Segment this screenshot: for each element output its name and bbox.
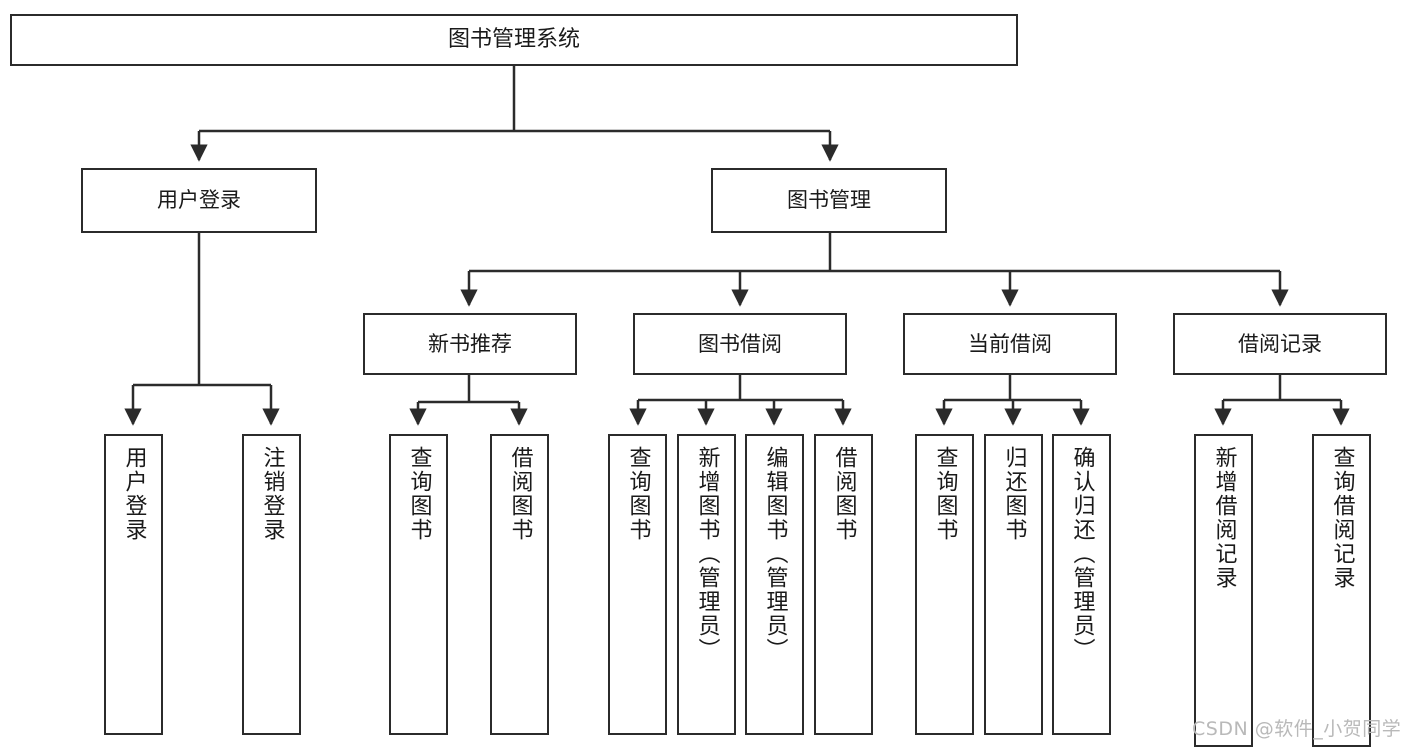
node-leaf-borrow-book-recommend[interactable]: 借阅图书 [490, 434, 549, 735]
node-label: 确认归还（管理员） [1069, 446, 1095, 662]
node-label: 归还图书 [1001, 446, 1027, 542]
node-label: 图书管理 [787, 188, 871, 213]
node-label: 图书管理系统 [447, 27, 580, 53]
node-borrow-record[interactable]: 借阅记录 [1173, 313, 1387, 375]
node-root-book-management-system[interactable]: 图书管理系统 [10, 14, 1018, 66]
node-leaf-query-borrow-record[interactable]: 查询借阅记录 [1312, 434, 1371, 747]
node-label: 图书借阅 [698, 331, 782, 356]
node-user-login[interactable]: 用户登录 [81, 168, 317, 233]
node-leaf-query-book-recommend[interactable]: 查询图书 [389, 434, 448, 735]
csdn-watermark: CSDN @软件_小贺同学 [1192, 718, 1402, 740]
node-current-borrow[interactable]: 当前借阅 [903, 313, 1117, 375]
node-label: 用户登录 [121, 446, 147, 542]
node-leaf-borrow-book[interactable]: 借阅图书 [814, 434, 873, 735]
node-book-borrow[interactable]: 图书借阅 [633, 313, 847, 375]
node-label: 当前借阅 [968, 331, 1052, 356]
node-label: 查询借阅记录 [1329, 446, 1355, 590]
node-label: 用户登录 [157, 188, 241, 213]
node-book-management[interactable]: 图书管理 [711, 168, 947, 233]
node-leaf-query-book-borrow[interactable]: 查询图书 [608, 434, 667, 735]
node-label: 查询图书 [625, 446, 651, 542]
node-leaf-edit-book-admin[interactable]: 编辑图书（管理员） [745, 434, 804, 735]
node-label: 注销登录 [259, 446, 285, 542]
node-label: 新书推荐 [428, 331, 512, 356]
node-label: 查询图书 [406, 446, 432, 542]
node-leaf-user-login[interactable]: 用户登录 [104, 434, 163, 735]
node-label: 编辑图书（管理员） [762, 446, 788, 662]
node-label: 查询图书 [932, 446, 958, 542]
node-new-book-recommend[interactable]: 新书推荐 [363, 313, 577, 375]
node-label: 借阅图书 [507, 446, 533, 542]
node-label: 借阅记录 [1238, 331, 1322, 356]
node-label: 借阅图书 [831, 446, 857, 542]
node-leaf-logout[interactable]: 注销登录 [242, 434, 301, 735]
node-leaf-query-book-current[interactable]: 查询图书 [915, 434, 974, 735]
node-leaf-add-book-admin[interactable]: 新增图书（管理员） [677, 434, 736, 735]
node-label: 新增借阅记录 [1211, 446, 1237, 590]
node-leaf-confirm-return-admin[interactable]: 确认归还（管理员） [1052, 434, 1111, 735]
node-leaf-add-borrow-record[interactable]: 新增借阅记录 [1194, 434, 1253, 747]
node-label: 新增图书（管理员） [694, 446, 720, 662]
node-leaf-return-book[interactable]: 归还图书 [984, 434, 1043, 735]
